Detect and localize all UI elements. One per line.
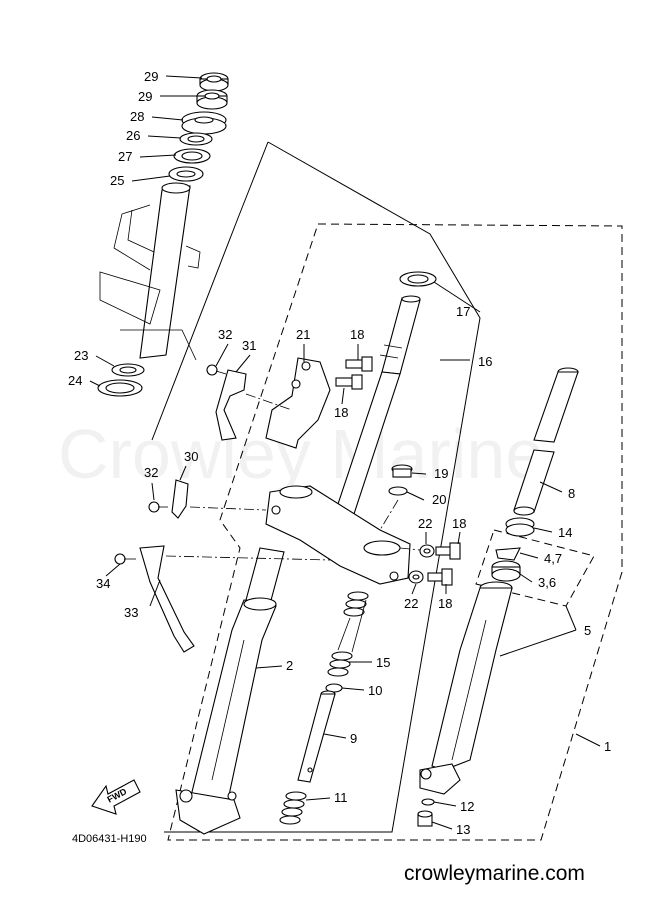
bearing-27	[173, 148, 211, 164]
callout: 29	[138, 89, 152, 104]
bearing-24	[97, 379, 143, 397]
frame-head-pipe	[99, 182, 201, 361]
alignment-lines	[165, 393, 421, 561]
damper-rod-9	[297, 690, 336, 783]
bracket-30	[171, 479, 189, 519]
callout: 32	[218, 327, 232, 342]
ring-nut-29-upper	[199, 72, 229, 92]
callout: 33	[124, 605, 138, 620]
washer-22-upper	[419, 544, 435, 558]
o-ring-20	[388, 486, 408, 496]
bolt-18-right-upper	[435, 542, 461, 560]
callout: 2	[286, 658, 293, 673]
callout: 21	[296, 327, 310, 342]
callout: 22	[404, 596, 418, 611]
race-23	[111, 363, 145, 377]
race-25	[168, 166, 204, 182]
spring-11	[279, 791, 307, 825]
under-bracket	[265, 485, 411, 585]
callout: 32	[144, 465, 158, 480]
callout: 18	[350, 327, 364, 342]
callout: 14	[558, 525, 572, 540]
washer-28	[181, 111, 227, 135]
stem-boundary-left	[151, 141, 269, 441]
callout: 13	[456, 822, 470, 837]
leader-lines	[89, 75, 601, 830]
callout: 27	[118, 149, 132, 164]
inner-tube-stem-16	[333, 295, 421, 521]
callout: 22	[418, 516, 432, 531]
bolt-19	[391, 464, 413, 478]
bolt-32-upper	[206, 364, 227, 376]
callout: 5	[584, 623, 591, 638]
outer-tube-left-2	[175, 547, 285, 835]
bracket-21	[265, 357, 331, 449]
callout: 16	[478, 354, 492, 369]
spring-15	[327, 591, 369, 677]
bolt-18-upper	[345, 356, 373, 372]
callout: 17	[456, 304, 470, 319]
callout: 18	[438, 596, 452, 611]
outer-tube-right-1	[419, 581, 513, 795]
callout: 8	[568, 486, 575, 501]
callout: 4,7	[544, 551, 562, 566]
seal-3-6	[491, 560, 521, 582]
clamp-31	[215, 369, 247, 441]
clip-4-7	[495, 547, 521, 561]
bolt-18-right-lower	[427, 568, 453, 586]
callout: 23	[74, 348, 88, 363]
callout: 29	[144, 69, 158, 84]
fwd-arrow-icon: FWD	[91, 779, 141, 815]
callout: 11	[334, 790, 348, 805]
callout: 30	[184, 449, 198, 464]
callout: 24	[68, 373, 82, 388]
seal-14	[505, 517, 535, 537]
oil-seal-17	[399, 271, 437, 287]
washer-22-lower	[408, 570, 424, 584]
ring-nut-29-lower	[196, 89, 228, 110]
bolt-32-lower	[148, 501, 168, 513]
bolt-34	[114, 553, 136, 565]
callout: 25	[110, 173, 124, 188]
callout: 26	[126, 128, 140, 143]
inner-tube-right-8	[513, 367, 579, 516]
callout: 9	[350, 731, 357, 746]
callout: 3,6	[538, 575, 556, 590]
site-name: crowleymarine.com	[404, 862, 585, 885]
callout: 10	[368, 683, 382, 698]
bolt-18-mid	[335, 374, 363, 390]
callout: 18	[334, 405, 348, 420]
stem-boundary	[164, 141, 481, 833]
callout: 1	[604, 739, 611, 754]
callout: 15	[376, 655, 390, 670]
callout-labels: 29 29 28 26 27 25 23 24 32 31 21 18 18 1…	[68, 69, 611, 837]
callout: 34	[96, 576, 110, 591]
callout: 31	[242, 338, 256, 353]
callout: 20	[432, 492, 446, 507]
bolt-13	[417, 810, 433, 827]
callout: 28	[130, 109, 144, 124]
assembly-boundary-1	[167, 223, 623, 841]
drawing-code: 4D06431-H190	[72, 833, 147, 845]
callout: 19	[434, 466, 448, 481]
hose-guide-33	[139, 545, 195, 653]
callout: 18	[452, 516, 466, 531]
cover-26	[179, 132, 213, 146]
callout: 12	[460, 799, 474, 814]
washer-12	[421, 798, 435, 806]
